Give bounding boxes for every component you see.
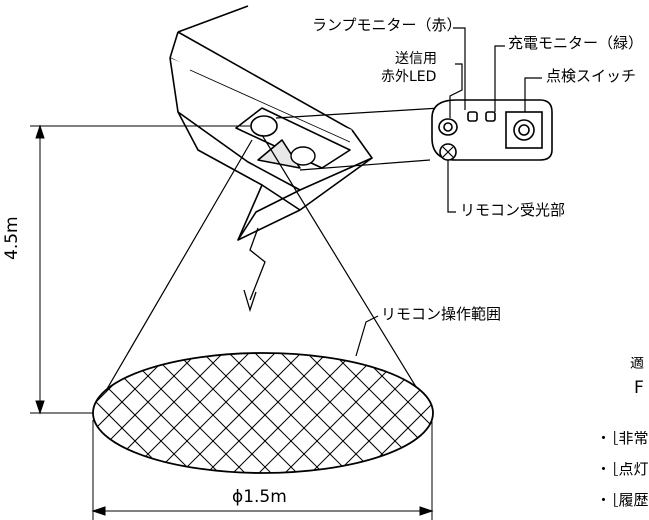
- height-label: 4.5m: [2, 216, 22, 260]
- cropped-text-1: 適: [630, 357, 644, 371]
- cropped-text-5: ・［履歴: [596, 493, 649, 508]
- leader-charge-monitor: [494, 45, 505, 112]
- lamp-monitor-label: ランプモニター（赤）: [312, 16, 462, 34]
- leader-receiver: [447, 160, 456, 213]
- cropped-text-3: ・［非常: [596, 431, 649, 446]
- cropped-text-2: F: [634, 380, 644, 397]
- cone-lines: [92, 134, 433, 414]
- charge-monitor-label: 充電モニター（緑）: [508, 34, 644, 52]
- ir-signal-arrow: [249, 227, 266, 301]
- check-switch-label: 点検スイッチ: [546, 67, 637, 85]
- zoom-lines: [275, 107, 441, 171]
- ir-led-label-line1: 送信用: [395, 51, 437, 67]
- leader-ir-led: [449, 63, 463, 118]
- diameter-label: ϕ1.5m: [232, 487, 287, 507]
- leader-lamp-monitor: [453, 27, 466, 110]
- remote-range-label: リモコン操作範囲: [381, 305, 502, 323]
- height-dimension: [30, 124, 250, 415]
- remote-receiver-label: リモコン受光部: [460, 201, 566, 219]
- leader-check-switch: [524, 77, 542, 112]
- receiver-lens: [290, 146, 316, 166]
- range-ellipse: [93, 353, 433, 473]
- ir-led-label-line2: 赤外LED: [381, 69, 437, 85]
- cropped-text-4: ・［点灯: [596, 462, 649, 477]
- detail-panel: [431, 99, 553, 161]
- width-dimension: [91, 420, 434, 520]
- leader-range: [355, 315, 379, 357]
- ir-led-lens: [250, 115, 278, 137]
